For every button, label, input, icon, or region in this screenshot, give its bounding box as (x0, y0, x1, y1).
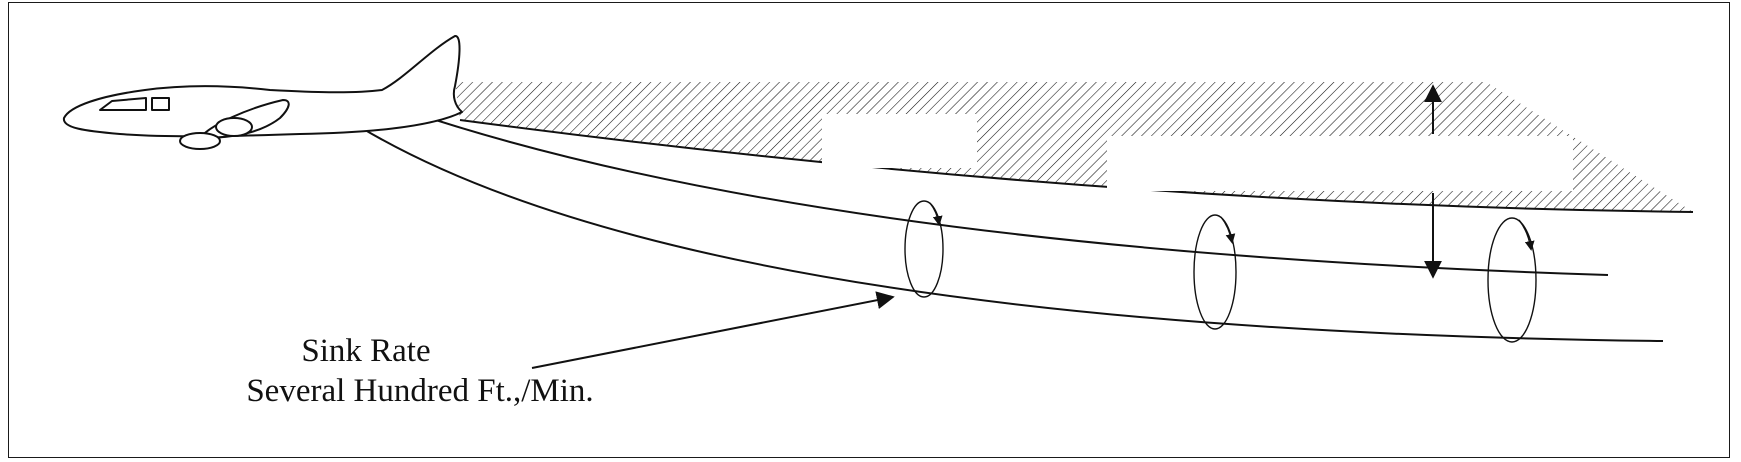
vortex-trail-lower (359, 126, 1664, 342)
wake-region-lower-edge (459, 119, 1694, 213)
aircraft-engine-front (179, 132, 221, 150)
sink-rate-caption-line2: Several Hundred Ft.,/Min. (246, 373, 594, 409)
aircraft-engine-rear (215, 117, 253, 137)
sink-rate-leader-arrow (531, 291, 895, 369)
vortex-ring-1-arrow (929, 202, 943, 226)
vortex-ring-1 (904, 200, 944, 298)
blank-panel-left (822, 114, 977, 168)
aircraft-cockpit-window (99, 97, 147, 111)
aircraft (62, 35, 463, 150)
vortex-ring-3-arrow (1518, 219, 1535, 251)
diagram-frame (8, 2, 1730, 458)
vortex-ring-2 (1193, 214, 1237, 330)
blank-panel-right (1107, 136, 1573, 191)
aircraft-window-square (151, 97, 170, 111)
vortex-ring-2-arrow (1220, 216, 1236, 244)
vortex-trail-upper (404, 109, 1609, 276)
sink-rate-caption-line1: Sink Rate (301, 333, 431, 369)
vortex-ring-3 (1487, 217, 1537, 343)
